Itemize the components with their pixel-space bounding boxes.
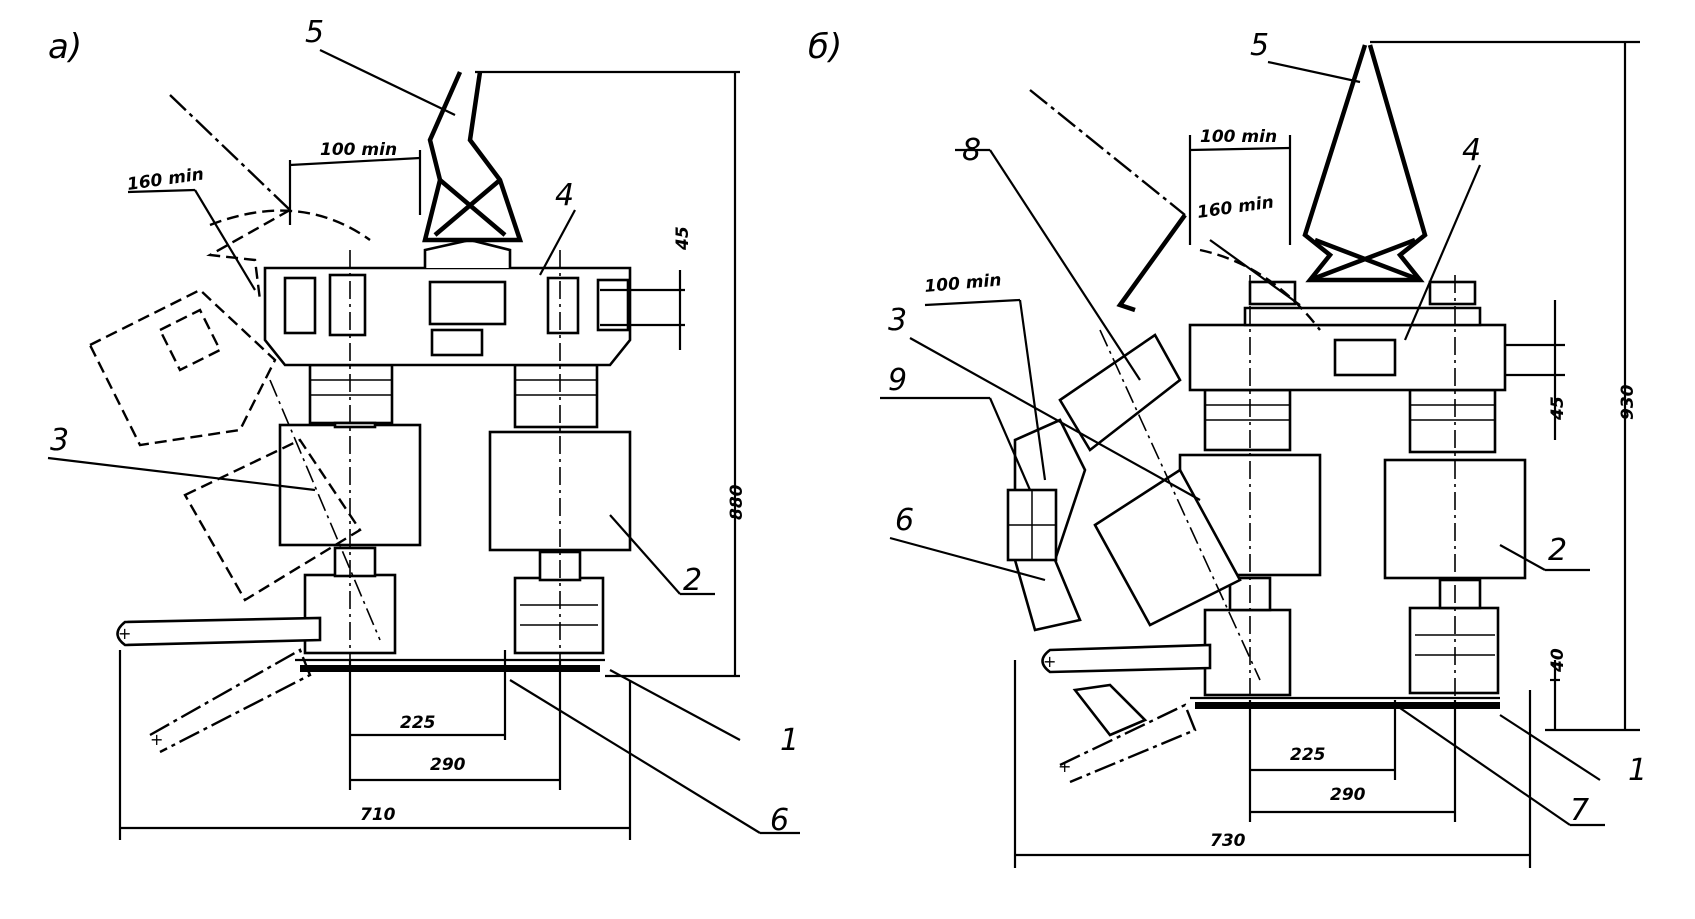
rotated-arm-b [1029,89,1186,216]
dim-290-a: 290 [430,755,466,775]
contact-block-4-a [596,278,630,332]
label-2-a: 2 [683,563,702,598]
label-5-b: 5 [1250,28,1269,63]
label-1-a: 1 [780,723,799,758]
link-piece-b [1072,683,1148,737]
pantograph-b [1302,44,1428,283]
contact-block-1-a [283,276,317,335]
column-left-a [333,546,377,578]
pantograph-cross2-b [1309,237,1416,283]
hood-a [423,238,512,268]
dim-100min-b-top: 100 min [1200,127,1277,147]
dim-100min-a: 100 min [320,140,397,160]
contact-block-3-a [546,276,580,335]
label-2-b: 2 [1548,533,1567,568]
drive-lower-a [430,328,484,357]
label-9-b: 9 [888,363,907,398]
rotated-link-b [1116,213,1187,313]
rotated-frame-a [88,288,277,447]
dim-930-b: 930 [1618,384,1638,420]
svg-text:+: + [150,730,163,749]
centerline-tilt-b [1099,329,1261,681]
insulator-bottom-right-b [1408,606,1500,695]
dim-100min-b-side: 100 min [924,270,1003,297]
drive-block-b [1333,338,1397,377]
lever-swung-a [149,648,312,754]
dim-225-a: 225 [400,713,436,733]
dim-290-b: 290 [1330,785,1366,805]
swing-arc-a [209,209,371,241]
rotated-bay-b [1093,468,1242,627]
dim-40-b: 40 [1548,648,1568,673]
dim-880-a: 880 [727,484,747,520]
base-plate-b [1195,702,1500,709]
insulator-top-right-b [1408,388,1497,454]
drive-block-a [428,280,507,326]
lever-a [116,616,322,647]
label-3-b: 3 [888,303,907,338]
dim-45-b: 45 [1548,396,1568,421]
contact-top-right-b [1428,280,1477,306]
rotated-bay-a [183,438,362,602]
base-plate-a [300,665,600,672]
panel-a-letter: а) [48,27,82,67]
rotated-link-a [206,208,291,301]
dim-710-a: 710 [360,805,396,825]
panel-a: а) [47,15,800,840]
svg-text:+: + [118,624,131,643]
dim-730-b: 730 [1210,831,1246,851]
dim-line-100-b [1189,146,1291,152]
label-3-a: 3 [50,423,69,458]
label-6-a: 6 [770,803,789,838]
dim-225-b: 225 [1290,745,1326,765]
pantograph-a [422,71,524,243]
dim-line-100-a [289,156,421,167]
label-1-b: 1 [1628,753,1647,788]
rotated-arm-a [169,94,291,211]
label-7-b: 7 [1570,793,1589,828]
dim-160min-b: 160 min [1196,192,1275,223]
insulator-bottom-right-a [513,576,605,655]
svg-text:+: + [1058,757,1071,776]
frame-cap-b [1243,306,1482,327]
lever-b [1041,643,1212,674]
column-right-b [1438,578,1482,610]
centerline-tilt-a [269,379,381,641]
label-6-b: 6 [895,503,914,538]
panel-b-letter: б) [808,27,842,67]
label-5-a: 5 [305,15,324,50]
insulator-top-left-a [308,363,394,425]
label-4-a: 4 [555,178,574,213]
pantograph-cross2-a [433,178,502,237]
label-4-b: 4 [1462,133,1481,168]
lever-swung-b [1059,703,1197,784]
contact-block-2-a [328,273,367,337]
insulator-top-right-a [513,363,599,429]
panel-b: б) [808,27,1647,868]
svg-text:+: + [1043,652,1056,671]
dim-45-a: 45 [673,226,693,251]
pantograph-cross1-a [438,178,507,237]
swing-arc-b [1199,248,1321,331]
